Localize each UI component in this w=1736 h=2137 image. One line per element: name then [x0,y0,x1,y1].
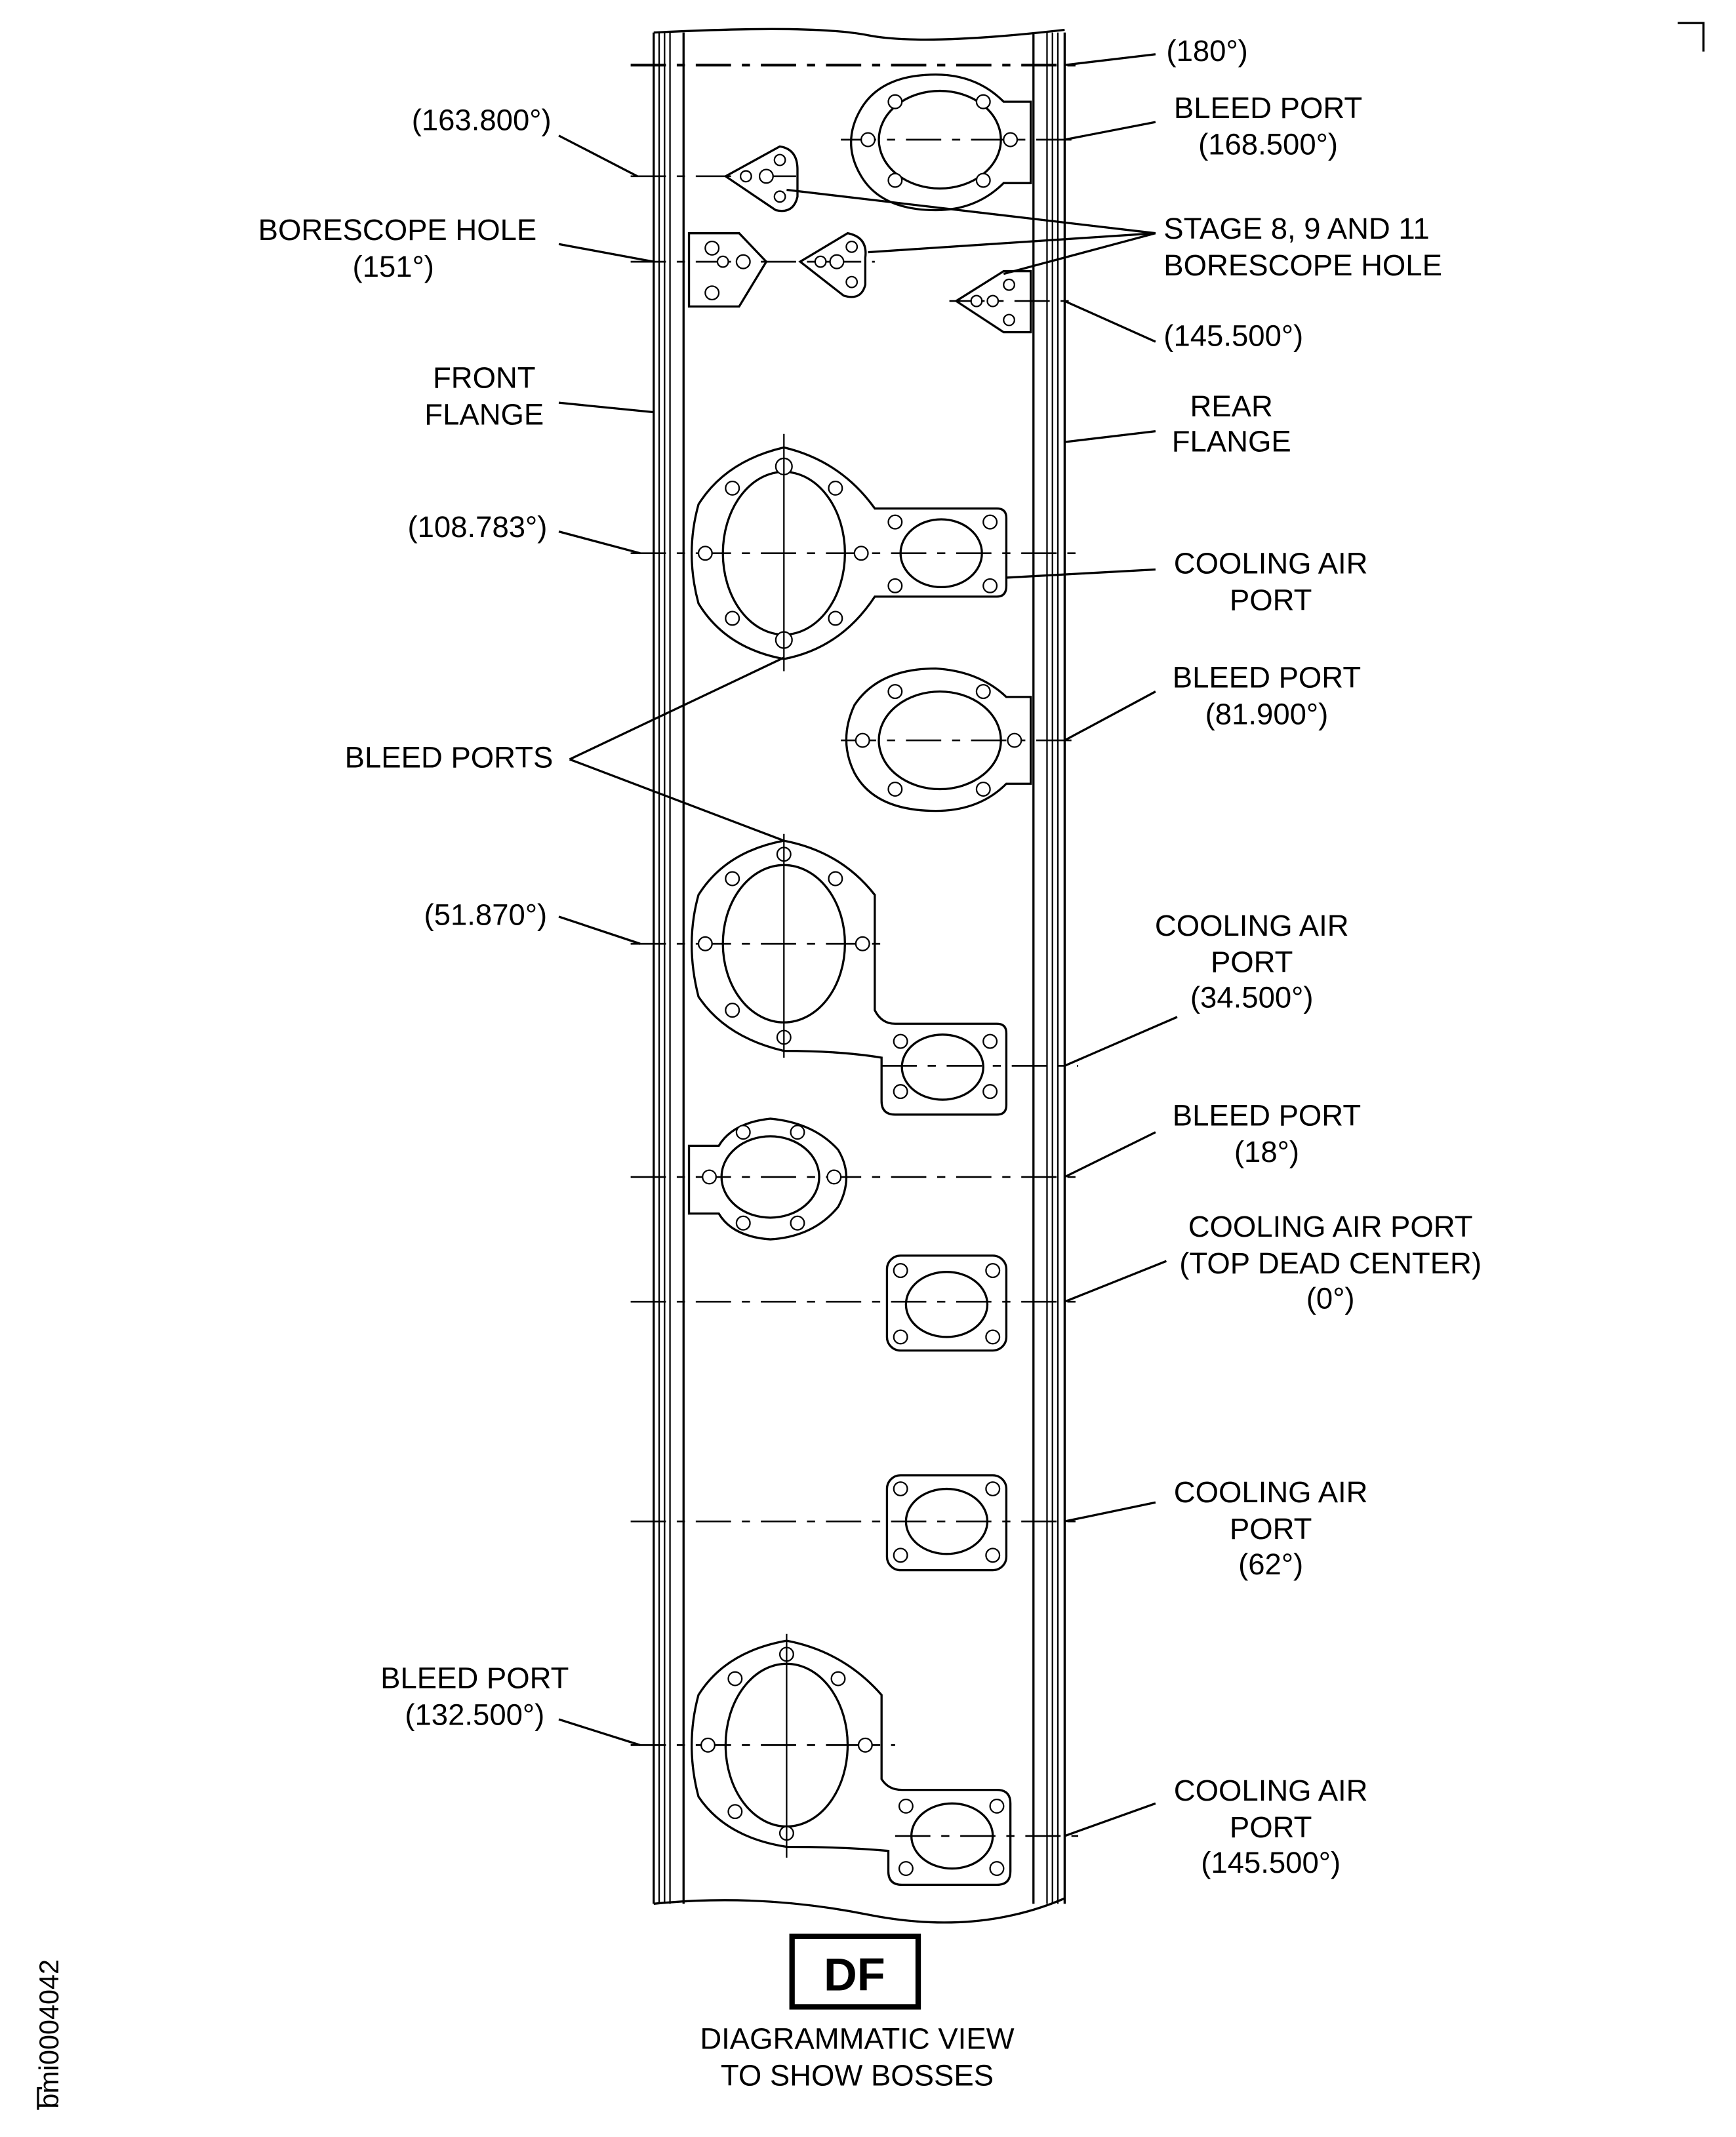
leader-lines [558,53,1178,1837]
label-bleed-18-a: BLEED PORT [1173,1098,1361,1132]
label-cooling-0-a: COOLING AIR PORT [1188,1210,1473,1243]
cooling-air-port-boss-62 [885,1474,1008,1572]
label-180: (180°) [1166,34,1247,68]
caption-line1: DIAGRAMMATIC VIEW [700,2022,1014,2056]
label-front-flange-2: FLANGE [424,397,544,431]
bleed-port-boss-81 [845,667,1032,812]
label-stage-line1: STAGE 8, 9 AND 11 [1163,212,1429,245]
corner-mark [1678,22,1705,52]
label-145: (145.500°) [1163,319,1303,352]
view-letter-box [789,1933,921,2010]
label-cooling-1-a: COOLING AIR [1174,547,1368,580]
label-bleed-port-168-title: BLEED PORT [1174,91,1362,125]
label-cooling-62-a: COOLING AIR [1174,1475,1368,1509]
casing-shell [653,28,1066,1924]
label-cooling-145-a: COOLING AIR [1174,1774,1368,1807]
label-rear-flange-1: REAR [1190,389,1273,423]
centerlines [630,64,1085,1837]
label-bleed-18-b: (18°) [1234,1135,1299,1168]
label-108: (108.783°) [407,510,547,544]
label-borescope-title: BORESCOPE HOLE [258,213,537,247]
label-rear-flange-2: FLANGE [1172,425,1291,458]
label-cooling-145-b: PORT [1230,1810,1312,1844]
borescope-boss-145 [954,270,1032,334]
label-bleed-81-a: BLEED PORT [1173,660,1361,694]
label-cooling-0-b: (TOP DEAD CENTER) [1179,1247,1482,1280]
label-51: (51.870°) [424,898,548,931]
borescope-boss-163 [723,145,799,212]
label-bleed-132-a: BLEED PORT [380,1662,569,1695]
label-front-flange-1: FRONT [433,361,536,394]
label-cooling-62-c: (62°) [1238,1548,1303,1581]
bleed-and-cooling-boss-51 [691,833,1008,1116]
label-borescope-angle: (151°) [353,250,434,283]
figure-id: bmi0004042 [34,1959,64,2109]
label-cooling-1-b: PORT [1230,584,1312,617]
label-bleed-port-168-angle: (168.500°) [1198,128,1338,161]
bleed-and-cooling-boss-108 [691,433,1008,671]
label-bleed-81-b: (81.900°) [1205,697,1329,730]
bleed-port-boss-18 [687,1117,848,1241]
label-cooling-145-c: (145.500°) [1201,1846,1341,1879]
caption-line2: TO SHOW BOSSES [721,2058,994,2092]
figure-id-mark [37,2087,43,2110]
label-163: (163.800°) [412,104,552,137]
borescope-boss-stage [798,231,867,298]
borescope-boss-151 [687,232,768,308]
view-letter: DF [824,1949,885,2001]
bleed-and-cooling-boss-132 [691,1633,1012,1887]
label-cooling-0-c: (0°) [1306,1282,1355,1315]
cooling-air-port-boss-0 [885,1254,1008,1352]
label-cooling-34-c: (34.500°) [1190,980,1314,1014]
label-bleed-ports: BLEED PORTS [345,740,554,774]
bleed-port-boss-168 [850,73,1032,212]
label-cooling-34-b: PORT [1211,946,1293,979]
label-stage-line2: BORESCOPE HOLE [1163,249,1442,282]
label-cooling-62-b: PORT [1230,1512,1312,1546]
label-bleed-132-b: (132.500°) [405,1698,544,1731]
label-cooling-34-a: COOLING AIR [1155,909,1349,942]
